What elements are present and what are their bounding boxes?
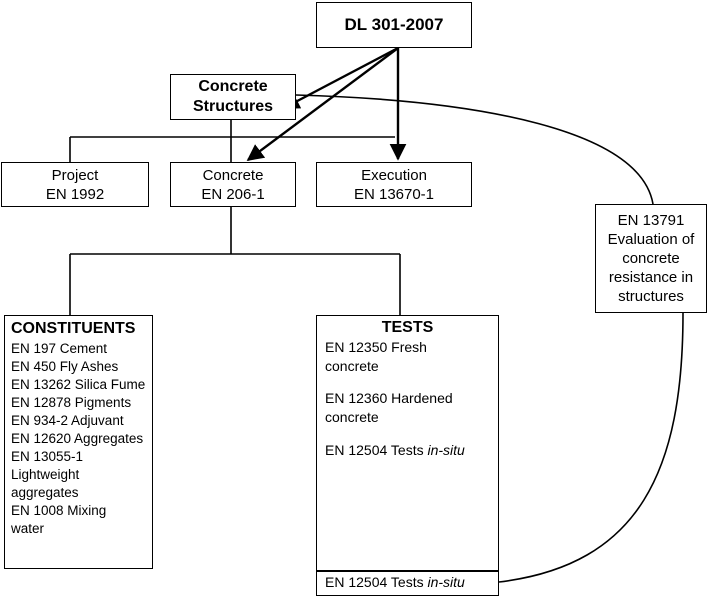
execution-line2: EN 13670-1 [353, 185, 435, 203]
execution-line1: Execution [361, 166, 427, 184]
arrow-dl-to-concrete [246, 47, 399, 162]
list-item: EN 13262 Silica Fume [11, 377, 146, 392]
insitu-italic: in-situ [427, 574, 465, 590]
constituents-heading: CONSTITUENTS [11, 320, 136, 337]
list-item: water [11, 521, 45, 536]
list-item: EN 450 Fly Ashes [11, 359, 119, 374]
dl-301-2007-box: DL 301-2007 [316, 2, 472, 48]
test-insitu: EN 12504 Tests in-situ [325, 441, 498, 460]
en13791-line: resistance in [608, 269, 694, 286]
insitu-prefix: EN 12504 Tests [325, 574, 428, 590]
concrete-line2: EN 206-1 [201, 185, 265, 203]
concrete-structures-box: Concrete Structures [170, 74, 296, 120]
en13791-box: EN 13791 Evaluation of concrete resistan… [595, 204, 707, 313]
project-line2: EN 1992 [45, 185, 105, 203]
insitu-test-box: EN 12504 Tests in-situ [316, 571, 499, 596]
test-insitu-italic: in-situ [427, 442, 465, 458]
concrete-box: Concrete EN 206-1 [170, 162, 296, 207]
concrete-structures-line1: Concrete [198, 78, 268, 95]
list-item: EN 197 Cement [11, 341, 108, 356]
list-item: EN 12620 Aggregates [11, 431, 144, 446]
execution-box: Execution EN 13670-1 [316, 162, 472, 207]
project-box: Project EN 1992 [1, 162, 149, 207]
test-insitu-prefix: EN 12504 Tests [325, 442, 428, 458]
en13791-line: concrete [622, 250, 680, 267]
list-item: aggregates [11, 485, 79, 500]
list-item: EN 12878 Pigments [11, 395, 132, 410]
test-fresh: EN 12350 Fresh concrete [325, 338, 498, 376]
constituents-box: CONSTITUENTS EN 197 Cement EN 450 Fly As… [4, 315, 153, 569]
test-hardened-line1: EN 12360 Hardened [325, 390, 453, 406]
arrow-dl-to-cs [282, 46, 399, 110]
test-hardened: EN 12360 Hardened concrete [325, 389, 498, 427]
project-line1: Project [51, 166, 99, 184]
constituents-list: EN 197 Cement EN 450 Fly Ashes EN 13262 … [11, 340, 152, 538]
list-item: EN 934-2 Adjuvant [11, 413, 124, 428]
test-hardened-line2: concrete [325, 409, 379, 425]
tests-heading: TESTS [381, 319, 434, 336]
test-fresh-line2: concrete [325, 358, 379, 374]
concrete-line1: Concrete [202, 166, 264, 184]
list-item: EN 1008 Mixing [11, 503, 107, 518]
concrete-structures-line2: Structures [192, 98, 274, 115]
test-fresh-line1: EN 12350 Fresh [325, 339, 427, 355]
tests-box: TESTS EN 12350 Fresh concrete EN 12360 H… [316, 315, 499, 571]
en13791-line: structures [618, 288, 684, 305]
curve-cs-to-en13791 [295, 94, 654, 205]
tests-list: EN 12350 Fresh concrete EN 12360 Hardene… [317, 338, 498, 460]
en13791-line: Evaluation of [607, 231, 695, 248]
dl-label: DL 301-2007 [344, 15, 444, 34]
en13791-line: EN 13791 [617, 212, 685, 229]
curve-en13791-to-insitu [498, 312, 684, 583]
list-item: Lightweight [11, 467, 80, 482]
list-item: EN 13055-1 [11, 449, 84, 464]
